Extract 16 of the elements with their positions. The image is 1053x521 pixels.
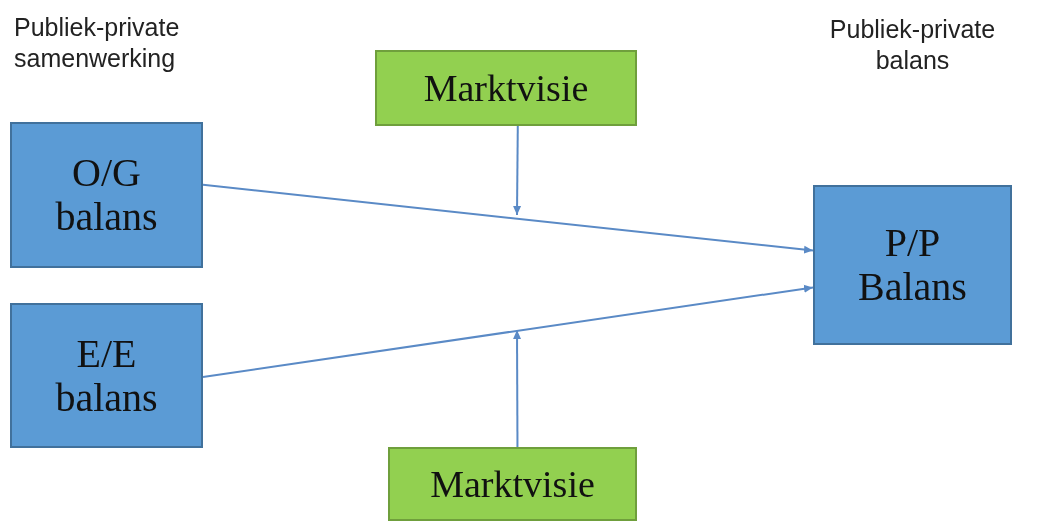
box-label: Marktvisie (422, 66, 590, 110)
box-label: E/E balans (54, 331, 159, 420)
process-box (375, 50, 637, 126)
heading-label: Publiek-private balans (828, 14, 997, 77)
arrow (202, 284, 814, 378)
box-label: O/G balans (54, 151, 159, 239)
process-box (813, 185, 1012, 345)
process-box (388, 447, 637, 521)
heading-label: Publiek-private samenwerking (14, 12, 181, 75)
box-label: P/P Balans (857, 221, 968, 309)
arrow (513, 329, 522, 448)
box-label: Marktvisie (429, 462, 596, 506)
arrow (202, 183, 814, 254)
arrow (513, 125, 522, 216)
process-box (10, 122, 203, 268)
process-box (10, 303, 203, 448)
